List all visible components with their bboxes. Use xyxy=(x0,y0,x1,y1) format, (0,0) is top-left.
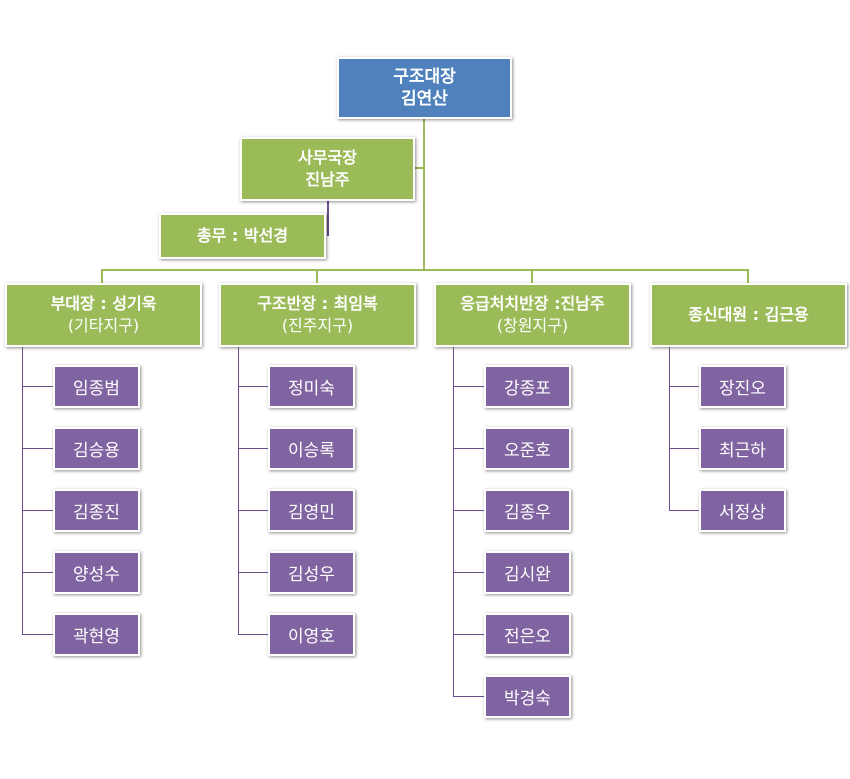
member-box: 김성우 xyxy=(268,551,355,594)
member-box: 이승록 xyxy=(268,427,355,470)
connector xyxy=(531,270,533,284)
connector xyxy=(453,634,484,635)
leader-box: 구조대장 김연산 xyxy=(337,57,512,119)
group-region: (기타지구) xyxy=(67,316,140,335)
connector xyxy=(669,510,699,511)
connector xyxy=(453,510,484,511)
group-head-box: 종신대원 : 김근용 xyxy=(650,283,847,347)
member-box: 김승용 xyxy=(53,427,140,470)
group-head: 응급처치반장 :진남주 xyxy=(460,294,605,313)
connector xyxy=(327,200,329,236)
connector xyxy=(453,696,484,697)
connector xyxy=(22,572,53,573)
connector xyxy=(22,386,53,387)
member-box: 오준호 xyxy=(484,427,571,470)
group-head-box: 응급처치반장 :진남주 (창원지구) xyxy=(434,283,631,347)
member-box: 양성수 xyxy=(53,551,140,594)
member-box: 김종우 xyxy=(484,489,571,532)
secretary-box: 사무국장 진남주 xyxy=(240,137,415,201)
member-box: 서정상 xyxy=(699,489,786,532)
leader-title: 구조대장 xyxy=(393,67,456,87)
connector xyxy=(669,347,670,510)
general-affairs-box: 총무 : 박선경 xyxy=(159,213,326,259)
group-head-box: 구조반장 : 최임복 (진주지구) xyxy=(219,283,416,347)
connector xyxy=(238,634,268,635)
group-head-box: 부대장 : 성기욱 (기타지구) xyxy=(5,283,202,347)
connector xyxy=(22,510,53,511)
connector xyxy=(414,167,424,169)
group-region: (진주지구) xyxy=(281,316,354,335)
member-box: 장진오 xyxy=(699,365,786,408)
member-box: 김종진 xyxy=(53,489,140,532)
secretary-title: 사무국장 xyxy=(298,148,357,167)
connector xyxy=(423,118,425,271)
connector xyxy=(238,347,239,634)
group-head: 구조반장 : 최임복 xyxy=(257,294,378,313)
member-box: 강종포 xyxy=(484,365,571,408)
connector xyxy=(316,270,318,284)
member-box: 전은오 xyxy=(484,613,571,656)
connector xyxy=(453,347,454,696)
member-box: 임종범 xyxy=(53,365,140,408)
general-affairs-label: 총무 : 박선경 xyxy=(196,226,289,245)
connector xyxy=(101,270,103,284)
connector xyxy=(747,270,749,284)
connector xyxy=(238,386,268,387)
connector xyxy=(669,386,699,387)
leader-name: 김연산 xyxy=(401,89,448,109)
connector xyxy=(101,269,749,271)
group-head: 종신대원 : 김근용 xyxy=(688,305,809,324)
member-box: 김시완 xyxy=(484,551,571,594)
connector xyxy=(453,386,484,387)
group-region: (창원지구) xyxy=(496,316,569,335)
connector xyxy=(669,448,699,449)
member-box: 김영민 xyxy=(268,489,355,532)
connector xyxy=(238,572,268,573)
member-box: 곽현영 xyxy=(53,613,140,656)
member-box: 정미숙 xyxy=(268,365,355,408)
connector xyxy=(22,448,53,449)
member-box: 최근하 xyxy=(699,427,786,470)
connector xyxy=(22,347,23,634)
member-box: 박경숙 xyxy=(484,675,571,718)
secretary-name: 진남주 xyxy=(305,170,350,189)
connector xyxy=(22,634,53,635)
connector xyxy=(238,510,268,511)
group-head: 부대장 : 성기욱 xyxy=(50,294,157,313)
connector xyxy=(453,572,484,573)
member-box: 이영호 xyxy=(268,613,355,656)
connector xyxy=(453,448,484,449)
connector xyxy=(238,448,268,449)
